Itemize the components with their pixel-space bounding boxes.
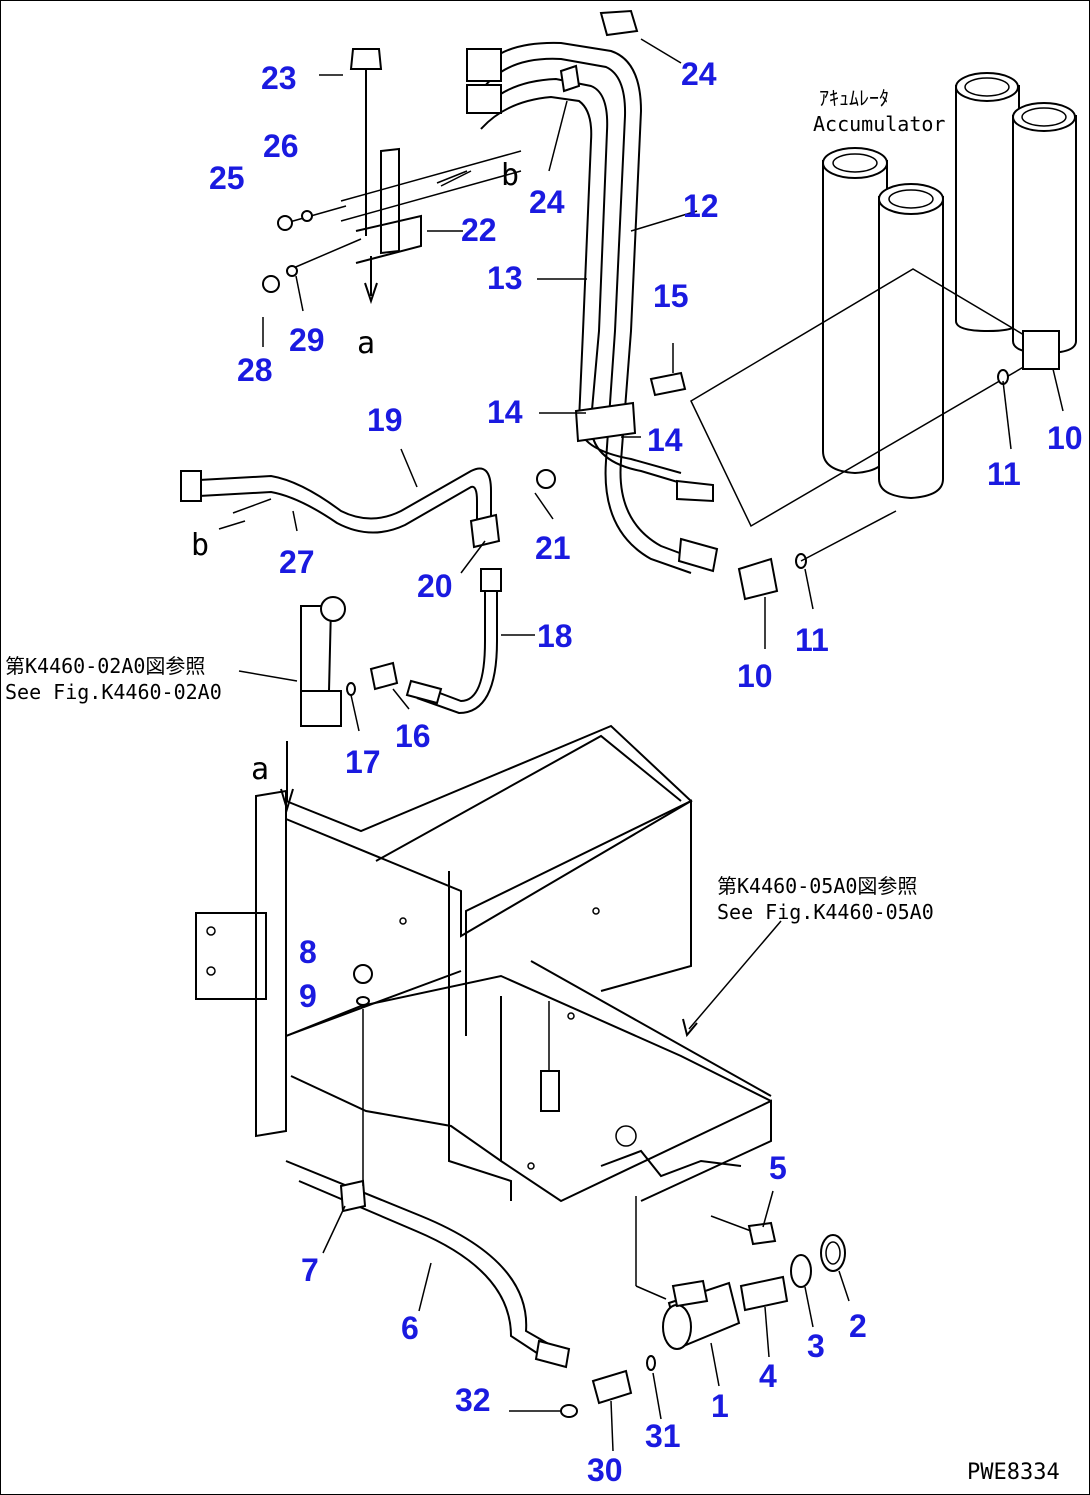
reference-note-02a0-en: See Fig.K4460-02A0 [5, 680, 222, 704]
callout-18: 18 [537, 618, 573, 654]
callout-12: 12 [683, 188, 719, 224]
callout-5: 5 [769, 1150, 787, 1186]
accumulator-label-en: Accumulator [813, 112, 945, 136]
frame-structure [195, 724, 772, 1300]
reference-note-02a0-jp: 第K4460-02A0図参照 [5, 654, 205, 678]
callout-22: 22 [461, 212, 497, 248]
callout-14-right: 14 [647, 422, 683, 458]
callout-29: 29 [289, 322, 325, 358]
accumulator-group [690, 72, 1077, 601]
callout-19: 19 [367, 402, 403, 438]
callout-2: 2 [849, 1308, 867, 1344]
callout-numbers: 23 26 25 22 24 24 12 13 15 28 29 19 14 1… [209, 56, 1083, 1488]
callout-20: 20 [417, 568, 453, 604]
callout-7: 7 [301, 1252, 319, 1288]
callout-24-mid: 24 [529, 184, 565, 220]
lower-tube [285, 964, 571, 1369]
callout-23: 23 [261, 60, 297, 96]
callout-15: 15 [653, 278, 689, 314]
reference-note-05a0-en: See Fig.K4460-05A0 [717, 900, 934, 924]
view-letter-a-top: a [357, 326, 375, 361]
callout-11-top: 11 [987, 456, 1021, 492]
callout-3: 3 [807, 1328, 825, 1364]
callout-26: 26 [263, 128, 299, 164]
callout-16: 16 [395, 718, 431, 754]
callout-24-top: 24 [681, 56, 717, 92]
callout-27: 27 [279, 544, 315, 580]
callout-8: 8 [299, 934, 317, 970]
valve-fittings [560, 1215, 846, 1418]
callout-10-top: 10 [1047, 420, 1083, 456]
accumulator-label-jp: ｱｷｭﾑﾚｰﾀ [819, 86, 889, 110]
drawing-code: PWE8334 [967, 1460, 1060, 1485]
bracket-assembly [262, 48, 522, 305]
callout-10-bottom: 10 [737, 658, 773, 694]
view-letter-b-top: b [501, 158, 519, 193]
callout-28: 28 [237, 352, 273, 388]
callout-13: 13 [487, 260, 523, 296]
callout-14-left: 14 [487, 394, 523, 430]
callout-21: 21 [535, 530, 571, 566]
upper-tubes [466, 9, 719, 574]
callout-1: 1 [711, 1388, 729, 1424]
callout-25: 25 [209, 160, 245, 196]
view-letter-b-left: b [191, 528, 209, 563]
callout-9: 9 [299, 978, 317, 1014]
callout-31: 31 [645, 1418, 681, 1454]
callout-17: 17 [345, 744, 381, 780]
callout-30: 30 [587, 1452, 623, 1488]
callout-11-bottom: 11 [795, 622, 829, 658]
tube-and-hose [180, 467, 556, 813]
view-letter-a-bottom: a [251, 752, 269, 787]
leader-lines [218, 38, 1064, 1452]
callout-4: 4 [759, 1358, 777, 1394]
reference-note-05a0-jp: 第K4460-05A0図参照 [717, 874, 917, 898]
callout-6: 6 [401, 1310, 419, 1346]
callout-32: 32 [455, 1382, 491, 1418]
